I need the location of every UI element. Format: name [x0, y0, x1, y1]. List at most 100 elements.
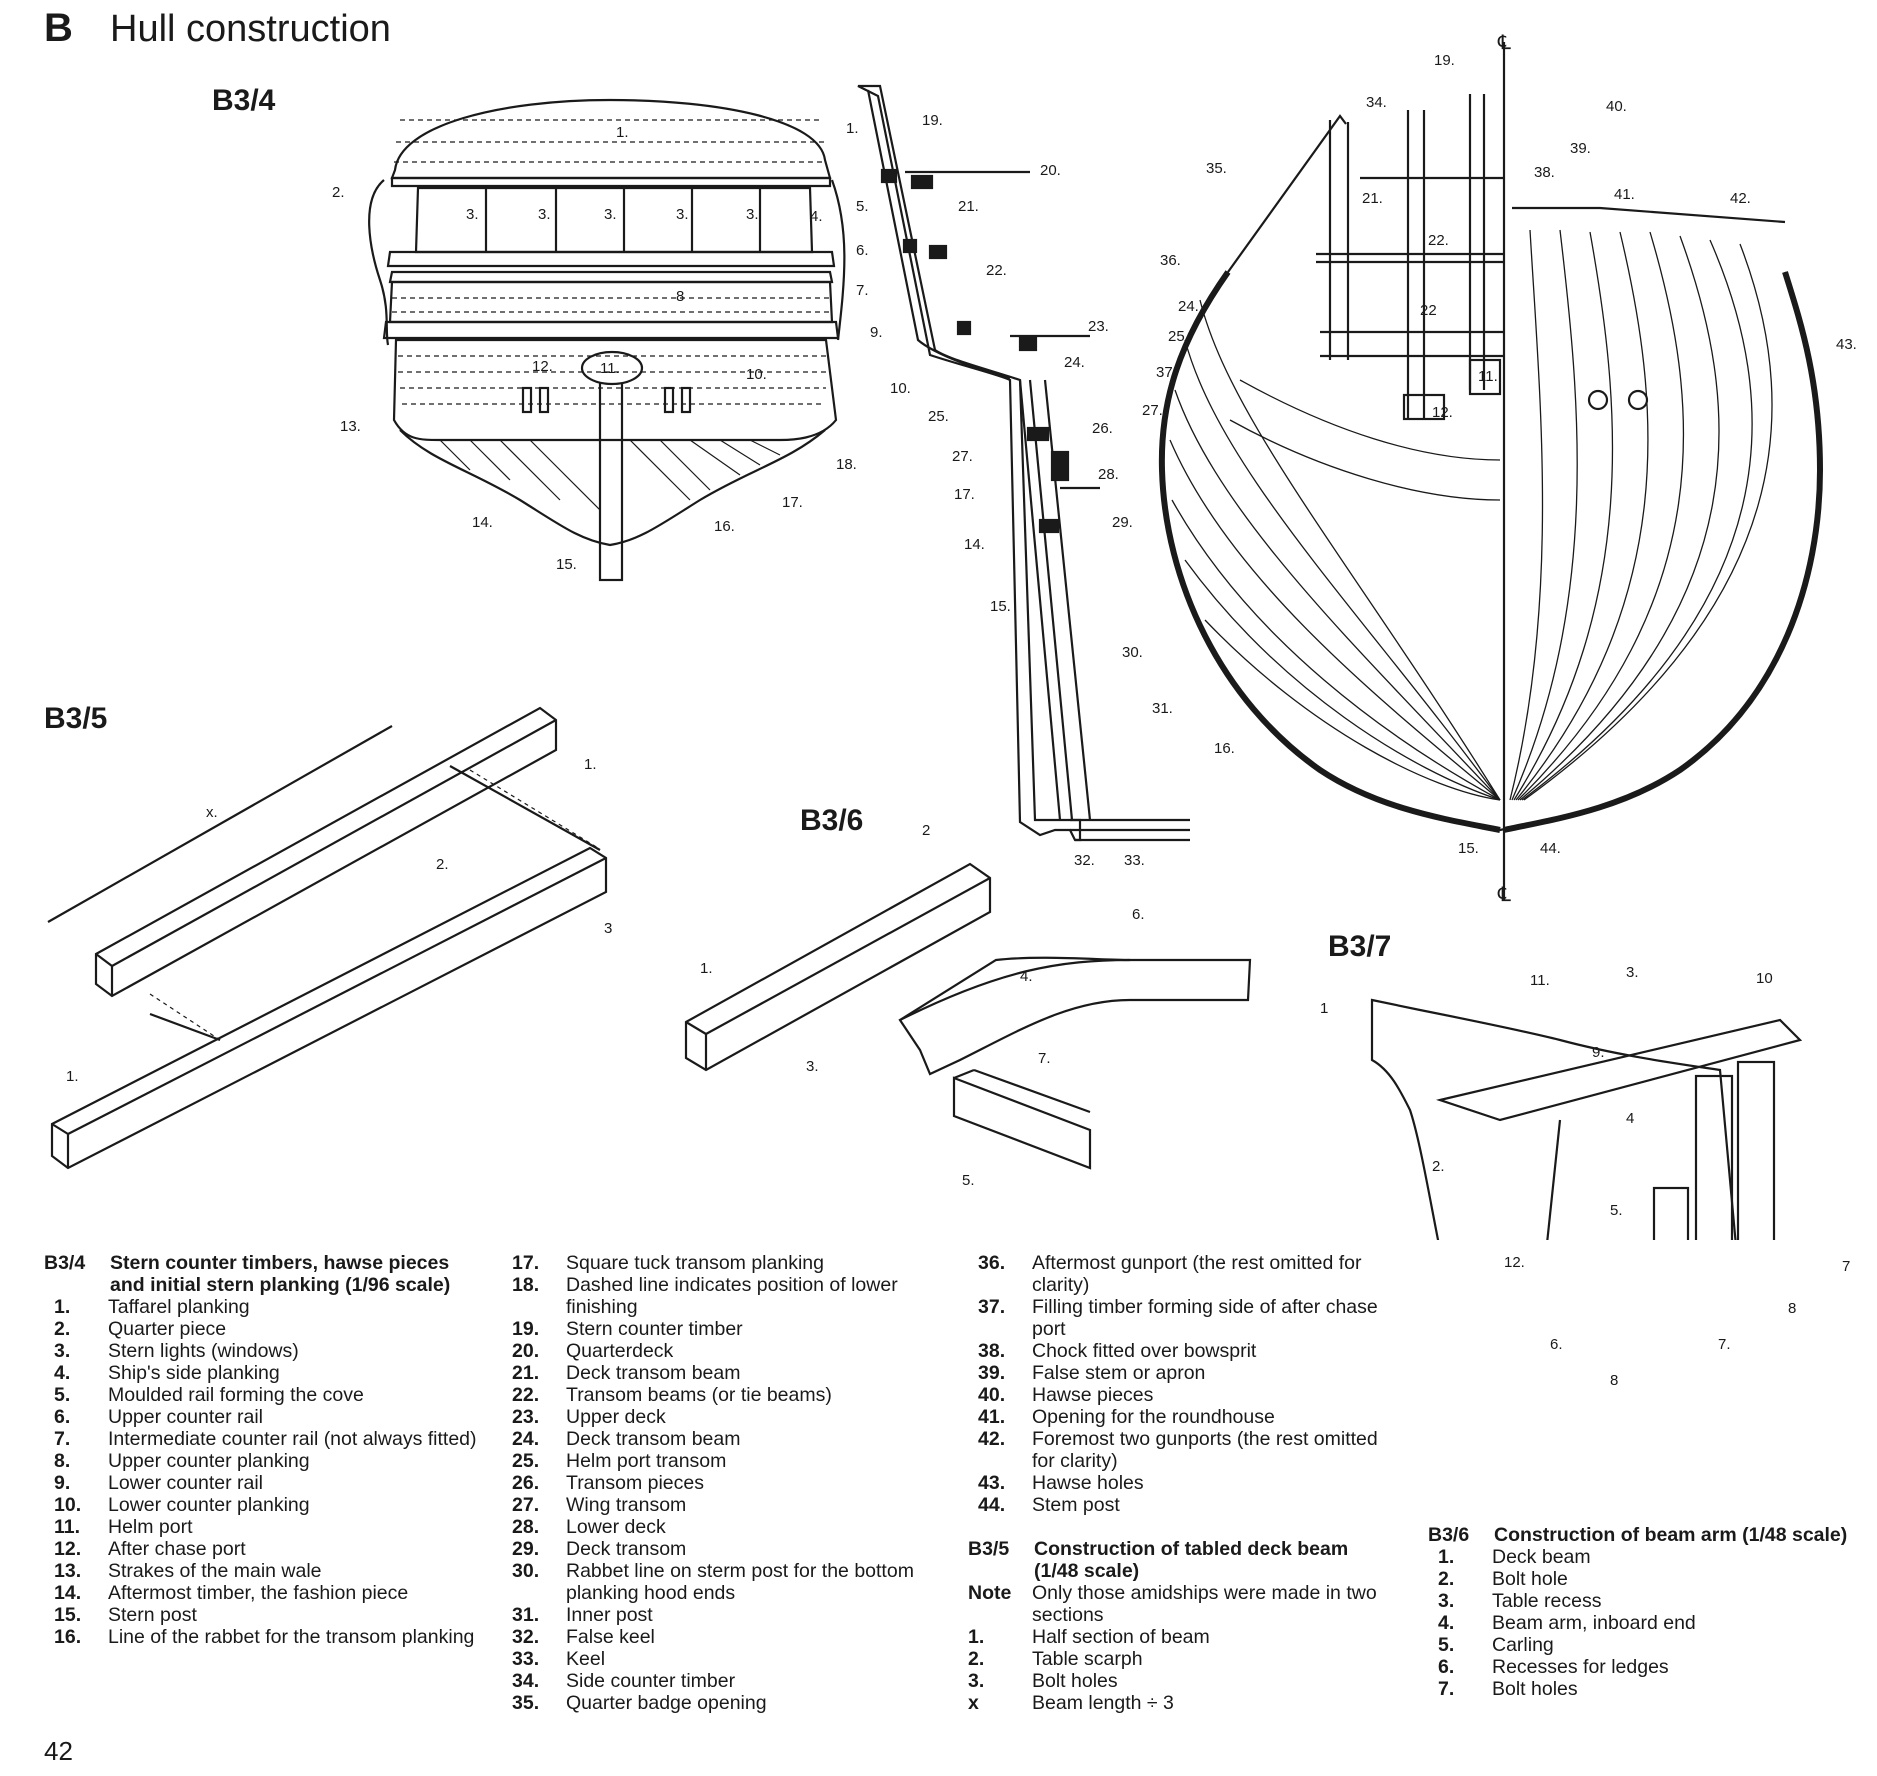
legend-item: 32.False keel — [502, 1626, 922, 1648]
legend-item-text: Bolt holes — [1032, 1670, 1118, 1692]
callout-label: 24. — [1178, 298, 1199, 315]
legend-item-text: Side counter timber — [566, 1670, 736, 1692]
legend-item-number: 10. — [54, 1494, 82, 1516]
callout-label: 11. — [600, 360, 620, 377]
legend-item: 18.Dashed line indicates position of low… — [502, 1274, 922, 1318]
callout-label: 15. — [1458, 840, 1479, 857]
callout-label: 21. — [1362, 190, 1383, 207]
legend-item-number: 5. — [54, 1384, 71, 1406]
legend-item-number: 17. — [512, 1252, 540, 1274]
legend-key: B3/5 — [968, 1538, 1010, 1560]
legend-item-number: 44. — [978, 1494, 1006, 1516]
legend-item: 26.Transom pieces — [502, 1472, 922, 1494]
legend-item-number: 35. — [512, 1692, 540, 1714]
legend-item-text: Helm port transom — [566, 1450, 727, 1472]
legend-item: 44.Stem post — [968, 1494, 1388, 1516]
legend-item-number: 14. — [54, 1582, 82, 1604]
legend-item: 19.Stern counter timber — [502, 1318, 922, 1340]
legend-list: 36.Aftermost gunport (the rest omitted f… — [968, 1252, 1388, 1516]
callout-label: 3. — [676, 206, 689, 223]
legend-item: 1.Half section of beam — [968, 1626, 1388, 1648]
legend-item-text: Upper counter planking — [108, 1450, 310, 1472]
transom-hatching — [439, 439, 781, 511]
legend-item: 23.Upper deck — [502, 1406, 922, 1428]
legend-item-number: 18. — [512, 1274, 540, 1296]
callout-label: 21. — [958, 198, 979, 215]
legend-item-text: Upper deck — [566, 1406, 666, 1428]
legend-item: 3.Table recess — [1428, 1590, 1848, 1612]
legend-item-number: 7. — [54, 1428, 71, 1450]
legend-item-text: Chock fitted over bowsprit — [1032, 1340, 1257, 1362]
figure-label-b36: B3/6 — [800, 804, 864, 837]
legend-item-text: Only those amidships were made in two se… — [1032, 1582, 1377, 1626]
legend-item: 34.Side counter timber — [502, 1670, 922, 1692]
legend-text: Construction of tabled deck beam (1/48 s… — [1034, 1538, 1349, 1582]
legend-item: 2.Bolt hole — [1428, 1568, 1848, 1590]
callout-label: 1. — [584, 756, 597, 773]
callout-label: 2 — [922, 822, 931, 839]
callout-label: 15. — [990, 598, 1011, 615]
legend-item-number: 30. — [512, 1560, 540, 1582]
callout-label: 2. — [436, 856, 449, 873]
legend-text: Stern counter timbers, hawse pieces and … — [110, 1252, 451, 1296]
callout-label: 10. — [890, 380, 911, 397]
legend-item-text: Transom beams (or tie beams) — [566, 1384, 832, 1406]
callout-label: 3. — [604, 206, 617, 223]
callout-label: 22. — [1428, 232, 1449, 249]
legend-item-text: Hawse pieces — [1032, 1384, 1154, 1406]
legend-item-number: 5. — [1438, 1634, 1455, 1656]
legend-item: 40.Hawse pieces — [968, 1384, 1388, 1406]
legend-item-number: 4. — [1438, 1612, 1455, 1634]
legend-item-text: Deck transom beam — [566, 1428, 741, 1450]
callout-label: 11. — [1478, 368, 1498, 385]
legend-item-text: Transom pieces — [566, 1472, 704, 1494]
legend-heading-b36: B3/6 Construction of beam arm (1/48 scal… — [1428, 1524, 1848, 1546]
legend-item: 6.Upper counter rail — [44, 1406, 484, 1428]
callout-label: 41. — [1614, 186, 1635, 203]
legend-item: 22. Transom beams (or tie beams) — [502, 1384, 922, 1406]
callout-label: 1. — [700, 960, 713, 977]
legend-item: 20.Quarterdeck — [502, 1340, 922, 1362]
callout-label: 20. — [1040, 162, 1061, 179]
callout-label: 1 — [1320, 1000, 1329, 1017]
callout-label: 42. — [1730, 190, 1751, 207]
legend-item: 12.After chase port — [44, 1538, 484, 1560]
legend-item: 5.Moulded rail forming the cove — [44, 1384, 484, 1406]
legend-item: 6.Recesses for ledges — [1428, 1656, 1848, 1678]
legend-item-number: 12. — [54, 1538, 82, 1560]
page-number: 42 — [44, 1736, 73, 1766]
legend-item-number: 22. — [512, 1384, 540, 1406]
legend-item-text: Bolt hole — [1492, 1568, 1568, 1590]
callout-label: 3 — [604, 920, 613, 937]
callout-label: 28. — [1098, 466, 1119, 483]
legend-item-number: 32. — [512, 1626, 540, 1648]
legend-item-number: 20. — [512, 1340, 540, 1362]
callout-label: 5. — [856, 198, 869, 215]
callout-label: 32. — [1074, 852, 1095, 869]
legend-item: 38.Chock fitted over bowsprit — [968, 1340, 1388, 1362]
legend-item-number: 41. — [978, 1406, 1006, 1428]
legend-item-text: Helm port — [108, 1516, 193, 1538]
legend-item-text: Bolt holes — [1492, 1678, 1578, 1700]
callout-label: 33. — [1124, 852, 1145, 869]
callout-label: 13. — [340, 418, 361, 435]
legend-item: 4.Beam arm, inboard end — [1428, 1612, 1848, 1634]
legend-column-4: B3/6 Construction of beam arm (1/48 scal… — [1428, 1524, 1848, 1700]
callout-label: 7. — [1038, 1050, 1051, 1067]
callout-label: 8 — [676, 288, 685, 305]
legend-item-number: 1. — [968, 1626, 985, 1648]
legend-item-text: Carling — [1492, 1634, 1554, 1656]
legend-heading-b34: B3/4 Stern counter timbers, hawse pieces… — [44, 1252, 484, 1296]
centerline-symbol: ℄ — [1498, 884, 1511, 906]
legend-item-text: Lower deck — [566, 1516, 666, 1538]
section-letter: B — [44, 6, 73, 50]
callout-label: 7. — [1718, 1336, 1731, 1353]
callout-label: 16. — [714, 518, 735, 535]
callout-label: 40. — [1606, 98, 1627, 115]
callout-label: 44. — [1540, 840, 1561, 857]
side-section-blocks — [880, 168, 1070, 534]
legend-item: 24.Deck transom beam — [502, 1428, 922, 1450]
legend-item: 10.Lower counter planking — [44, 1494, 484, 1516]
